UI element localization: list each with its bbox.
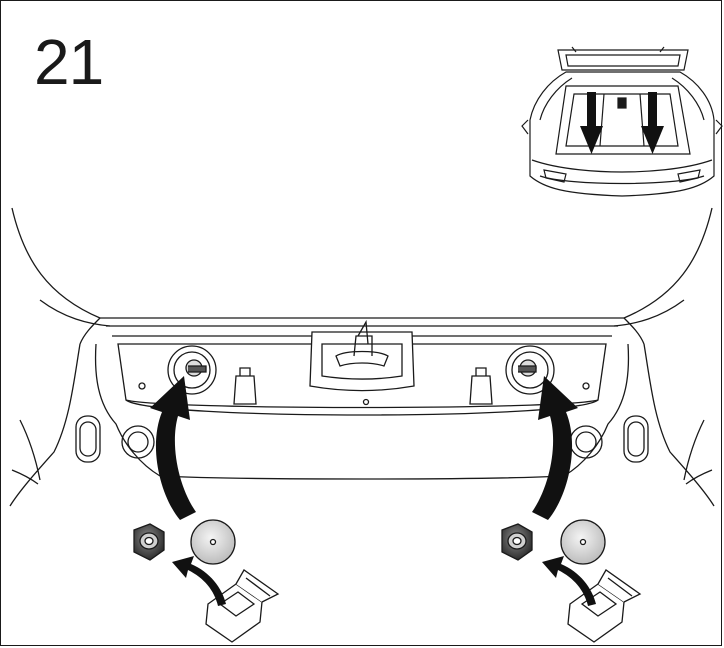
washer-icon xyxy=(190,519,236,565)
right-mounting-point xyxy=(505,345,555,395)
tray-icon xyxy=(205,569,280,643)
rear-panel xyxy=(9,207,715,507)
car-rear-view-icon xyxy=(521,46,723,197)
step-number: 21 xyxy=(34,26,104,98)
arrow-icon xyxy=(542,556,596,606)
arrow-icon xyxy=(172,556,226,606)
nut-icon xyxy=(501,523,533,561)
tray-icon xyxy=(567,569,642,643)
washer-icon xyxy=(560,519,606,565)
arrow-icon xyxy=(580,92,664,154)
arrow-icon xyxy=(150,376,578,520)
nut-icon xyxy=(133,523,165,561)
